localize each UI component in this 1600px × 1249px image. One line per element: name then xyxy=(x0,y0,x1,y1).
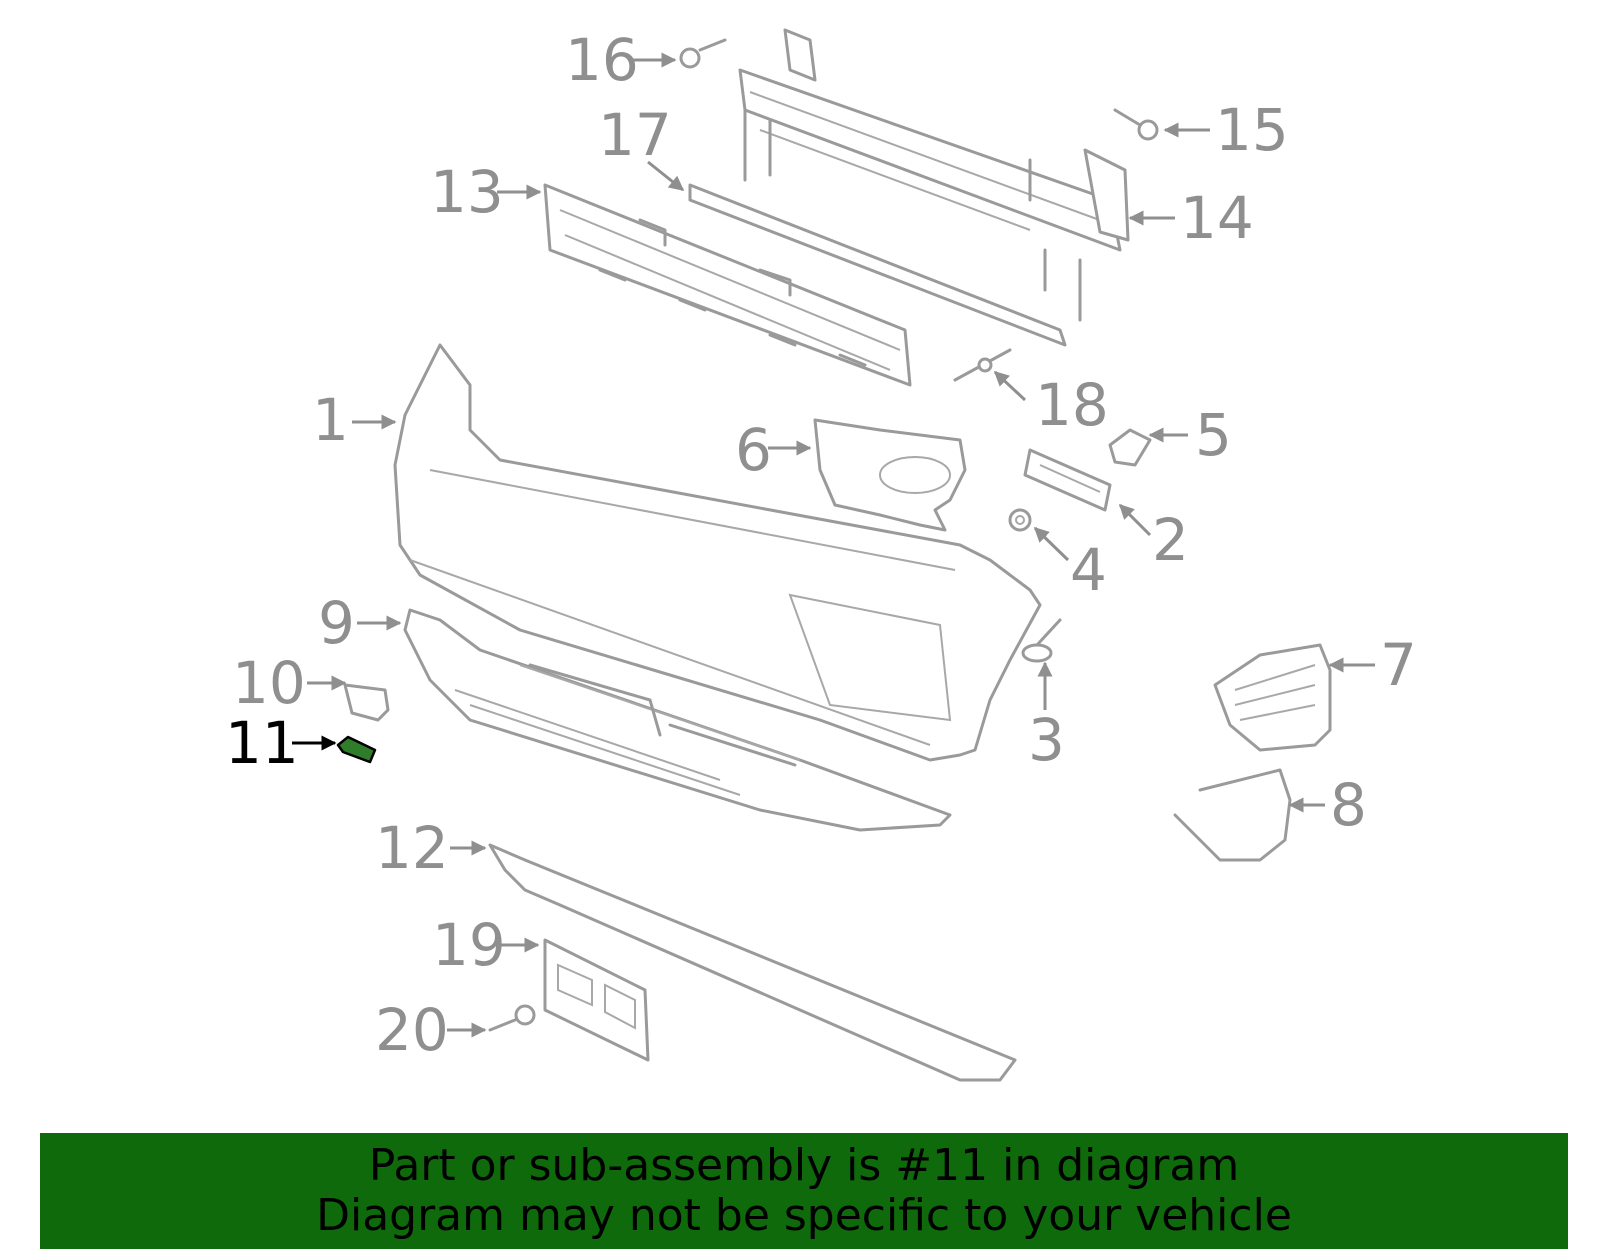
callout-2: 2 xyxy=(1152,506,1189,574)
part-14-reinforcement-beam xyxy=(738,28,1130,322)
callout-13: 13 xyxy=(430,158,504,226)
callout-7: 7 xyxy=(1380,631,1417,699)
callout-9: 9 xyxy=(318,589,355,657)
part-11-highlighted xyxy=(336,735,377,764)
callout-20: 20 xyxy=(375,996,449,1064)
part-6-bracket xyxy=(813,418,967,532)
leader-lines xyxy=(292,52,1375,1038)
callout-18: 18 xyxy=(1035,371,1109,439)
callout-1: 1 xyxy=(312,386,349,454)
parts-diagram: 1 2 3 4 5 6 7 8 9 10 11 12 13 14 15 16 1… xyxy=(225,26,1417,1082)
callout-3: 3 xyxy=(1028,706,1065,774)
callout-19: 19 xyxy=(432,911,506,979)
callout-labels: 1 2 3 4 5 6 7 8 9 10 11 12 13 14 15 16 1… xyxy=(225,26,1417,1064)
callout-10: 10 xyxy=(232,649,306,717)
info-banner: Part or sub-assembly is #11 in diagram D… xyxy=(40,1133,1568,1249)
callout-4: 4 xyxy=(1070,536,1107,604)
part-4-nut xyxy=(1008,508,1032,532)
part-17-strip xyxy=(688,183,1067,347)
banner-disclaimer-line: Diagram may not be specific to your vehi… xyxy=(316,1190,1292,1241)
callout-17: 17 xyxy=(598,101,672,169)
part-15-bolt xyxy=(1113,108,1159,141)
part-3-push-pin xyxy=(1021,618,1062,663)
part-7-fog-bezel xyxy=(1213,643,1332,752)
part-2-bracket xyxy=(1023,448,1112,512)
banner-part-line: Part or sub-assembly is #11 in diagram xyxy=(368,1140,1240,1191)
part-16-bolt xyxy=(679,38,727,69)
callout-8: 8 xyxy=(1330,771,1367,839)
part-9-lower-grille xyxy=(403,608,952,832)
part-13-absorber xyxy=(543,183,912,387)
callout-6: 6 xyxy=(735,416,772,484)
part-8-trim xyxy=(1173,768,1292,862)
part-18-pin xyxy=(953,348,1012,382)
callout-5: 5 xyxy=(1195,401,1232,469)
part-20-clip xyxy=(488,1004,536,1032)
part-12-deflector xyxy=(488,843,1017,1082)
part-10-bracket xyxy=(343,683,390,722)
callout-15: 15 xyxy=(1215,96,1289,164)
part-5-clip xyxy=(1108,428,1152,467)
part-19-license-bracket xyxy=(543,938,650,1062)
callout-16: 16 xyxy=(565,26,639,94)
callout-14: 14 xyxy=(1180,184,1254,252)
callout-12: 12 xyxy=(375,814,449,882)
callout-11: 11 xyxy=(225,709,299,777)
part-1-bumper-cover xyxy=(393,343,1042,762)
